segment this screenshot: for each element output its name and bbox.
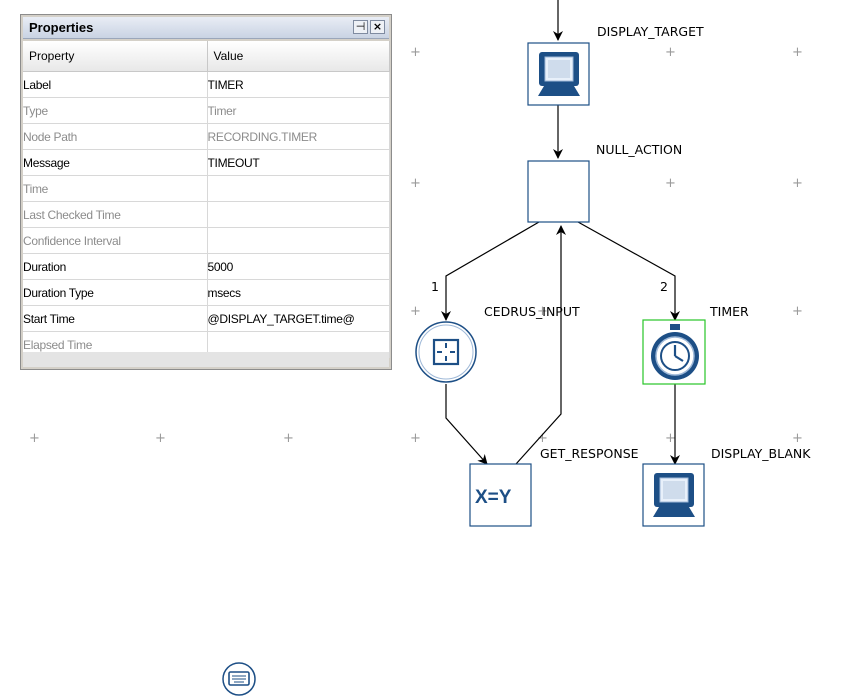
column-header-property[interactable]: Property <box>23 41 208 72</box>
node-keyboard[interactable] <box>222 662 256 696</box>
property-value[interactable]: msecs <box>207 279 390 306</box>
property-value <box>207 227 390 254</box>
grid-marker: + <box>410 45 421 60</box>
grid-markers: + + + + + + + + + + + + + + + + <box>29 45 803 446</box>
property-name: Node Path <box>23 123 208 150</box>
grid-marker: + <box>792 304 803 319</box>
keyboard-icon <box>228 671 250 686</box>
node-label-display-blank: DISPLAY_BLANK <box>711 446 811 461</box>
connector-get-response-to-null-action <box>515 225 566 465</box>
property-name: Time <box>23 175 208 202</box>
property-row[interactable]: Confidence Interval <box>23 227 390 254</box>
grid-marker: + <box>410 304 421 319</box>
crosshair-icon <box>432 338 460 366</box>
assignment-icon: X=Y <box>475 487 512 508</box>
property-value[interactable]: 5000 <box>207 253 390 280</box>
node-display-target[interactable]: DISPLAY_TARGET <box>527 24 704 106</box>
grid-marker: + <box>410 431 421 446</box>
grid-marker: + <box>410 176 421 191</box>
monitor-icon <box>653 473 695 517</box>
node-get-response[interactable]: X=Y GET_RESPONSE <box>469 446 639 527</box>
monitor-icon <box>538 52 580 96</box>
grid-marker: + <box>155 431 166 446</box>
property-name: Type <box>23 97 208 124</box>
grid-marker: + <box>792 431 803 446</box>
property-name: Label <box>23 71 208 98</box>
grid-marker: + <box>537 304 548 319</box>
connector-cedrus-input-to-get-response <box>445 384 488 465</box>
stopwatch-icon <box>651 324 699 380</box>
node-cedrus-input[interactable]: CEDRUS_INPUT <box>415 304 580 383</box>
close-icon[interactable]: × <box>370 20 385 34</box>
grid-marker: + <box>29 431 40 446</box>
property-name: Start Time <box>23 305 208 332</box>
node-timer[interactable]: TIMER <box>642 304 749 385</box>
grid-marker: + <box>537 431 548 446</box>
property-name: Last Checked Time <box>23 201 208 228</box>
property-name: Duration Type <box>23 279 208 306</box>
property-value[interactable]: @DISPLAY_TARGET.time@ <box>207 305 390 332</box>
grid-marker: + <box>283 431 294 446</box>
properties-title: Properties <box>29 20 94 35</box>
property-row[interactable]: Last Checked Time <box>23 201 390 228</box>
property-value: Timer <box>207 97 390 124</box>
grid-marker: + <box>792 176 803 191</box>
node-label-null-action: NULL_ACTION <box>596 142 682 157</box>
node-label-display-target: DISPLAY_TARGET <box>597 24 704 39</box>
property-name: Confidence Interval <box>23 227 208 254</box>
property-value <box>207 175 390 202</box>
grid-marker: + <box>665 176 676 191</box>
node-null-action[interactable]: NULL_ACTION <box>527 142 682 223</box>
node-display-blank[interactable]: DISPLAY_BLANK <box>642 446 811 527</box>
grid-marker: + <box>665 45 676 60</box>
node-label-cedrus-input: CEDRUS_INPUT <box>484 304 580 319</box>
property-row[interactable]: Time <box>23 175 390 202</box>
properties-header-row: Property Value <box>23 41 390 72</box>
edge-label-branch-1: 1 <box>431 279 439 294</box>
property-value: RECORDING.TIMER <box>207 123 390 150</box>
properties-titlebar[interactable]: Properties ⊣ × <box>23 17 389 39</box>
property-value[interactable]: TIMEOUT <box>207 149 390 176</box>
connector-null-action-to-cedrus-input <box>441 221 540 321</box>
grid-marker: + <box>665 431 676 446</box>
property-name: Message <box>23 149 208 176</box>
node-label-get-response: GET_RESPONSE <box>540 446 639 461</box>
property-value <box>207 201 390 228</box>
property-row[interactable]: Start Time@DISPLAY_TARGET.time@ <box>23 305 390 332</box>
node-label-timer: TIMER <box>709 304 749 319</box>
properties-footer <box>23 352 389 367</box>
edge-label-branch-2: 2 <box>660 279 668 294</box>
column-header-value[interactable]: Value <box>207 41 390 72</box>
connector-null-action-to-timer <box>577 221 680 321</box>
property-name: Duration <box>23 253 208 280</box>
property-value[interactable]: TIMER <box>207 71 390 98</box>
pin-icon[interactable]: ⊣ <box>353 20 368 34</box>
grid-marker: + <box>792 45 803 60</box>
connectors <box>441 0 680 465</box>
